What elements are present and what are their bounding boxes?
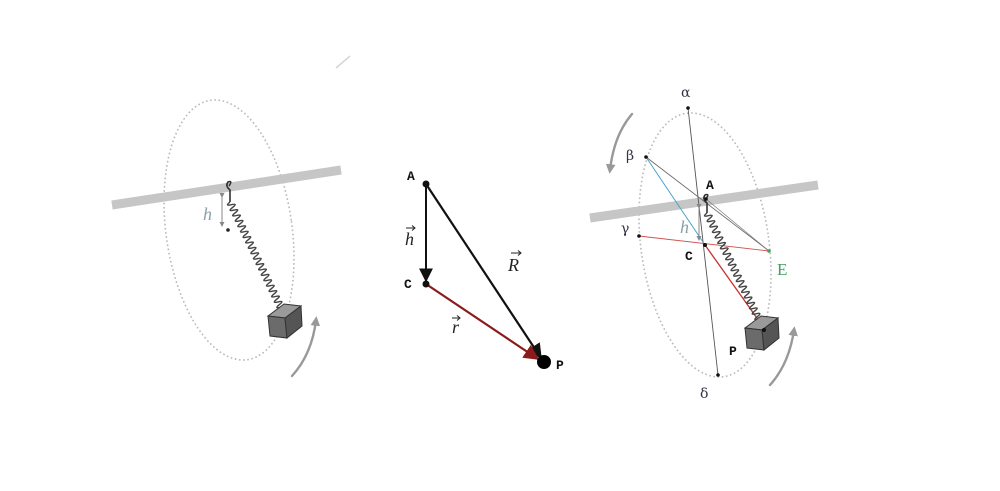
vec-h-overarrow — [406, 225, 416, 231]
right-spring — [703, 212, 764, 323]
left-hook — [226, 180, 232, 202]
vec-R-label: R — [507, 255, 519, 275]
alpha-label: α — [681, 85, 691, 101]
left-rotation-arrow-icon — [290, 316, 321, 378]
right-mass-block — [743, 315, 780, 351]
right-c-label: C — [685, 249, 693, 264]
right-a-label: A — [706, 178, 714, 193]
right-rotation-arrow-bottom-icon — [768, 326, 798, 387]
right-rotation-arrow-top-icon — [605, 112, 634, 174]
right-p-label: P — [729, 344, 737, 359]
left-mass-block — [266, 303, 303, 339]
right-h-label: h — [680, 217, 689, 237]
beta-c-blue-line — [645, 156, 706, 246]
point-a-dot — [422, 180, 430, 188]
vec-R-label-group: R — [507, 250, 522, 275]
right-orbit-ellipse — [638, 112, 772, 378]
e-label: E — [777, 260, 787, 279]
vec-r-label-group: r — [452, 315, 461, 337]
right-a-dot — [704, 197, 708, 201]
vector-R-arrow — [425, 183, 542, 360]
stray-mark — [335, 55, 351, 69]
left-support-bar — [111, 165, 342, 210]
delta-dot — [716, 373, 720, 377]
beta-label: β — [626, 148, 634, 164]
right-p-dot — [762, 328, 766, 332]
gamma-dot — [637, 234, 641, 238]
right-figure: α β γ δ A C P E h — [589, 85, 819, 402]
point-c-label: C — [404, 277, 412, 292]
delta-label: δ — [700, 386, 708, 402]
point-c-dot — [422, 280, 430, 288]
vec-R-overarrow — [511, 250, 522, 256]
left-spring — [226, 201, 286, 311]
point-p-label: P — [556, 358, 564, 373]
vector-r-arrow — [425, 283, 540, 360]
vector-triangle: A C P h R r — [404, 169, 564, 373]
vec-r-label: r — [452, 317, 460, 337]
alpha-dot — [686, 106, 690, 110]
point-p-dot — [537, 355, 551, 369]
right-hook — [703, 193, 709, 213]
point-a-label: A — [407, 169, 415, 184]
gamma-label: γ — [621, 221, 629, 237]
right-c-dot — [703, 243, 707, 247]
left-center-dot — [226, 228, 230, 232]
left-figure: h — [111, 99, 342, 378]
e-dot — [767, 249, 771, 253]
vec-h-label: h — [405, 229, 414, 249]
a-e-line — [705, 198, 770, 252]
left-orbit-ellipse — [163, 99, 295, 361]
vec-h-label-group: h — [405, 225, 416, 249]
left-h-label: h — [203, 204, 212, 224]
beta-dot — [644, 155, 648, 159]
c-p-red-line — [704, 244, 765, 329]
vec-r-overarrow — [452, 315, 461, 321]
